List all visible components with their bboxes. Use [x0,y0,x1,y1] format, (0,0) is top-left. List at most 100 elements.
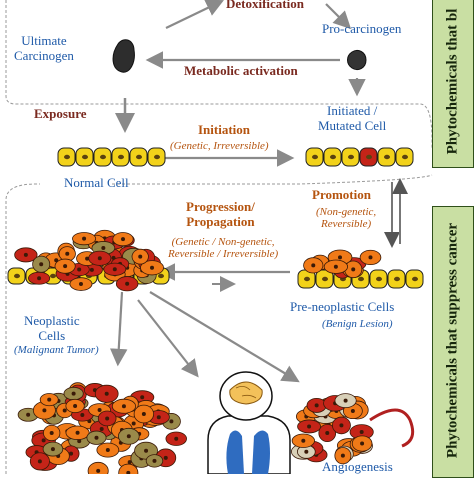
metabolic-activation-label: Metabolic activation [184,63,298,78]
blocking-bracket [5,0,433,148]
tumor-nucleus [77,439,82,444]
progression-line1: Progression/ [186,199,255,214]
tumor-nucleus [144,448,149,453]
pro-carcinogen-label: Pro-carcinogen [322,21,402,36]
pro-carcinogen-blob [347,49,367,71]
progression-note-line1: (Genetic / Non-genetic, [171,236,275,248]
tumor-nucleus [42,408,47,413]
cell-nucleus [358,276,364,282]
tumor-nucleus [105,416,110,421]
cell-nucleus [50,273,56,279]
tumor-nucleus [62,408,67,413]
promotion-label: Promotion [312,187,371,202]
tumor-nucleus [99,427,104,432]
cell-nucleus [384,154,390,160]
cell-nucleus [154,154,160,160]
cell-nucleus [376,276,382,282]
ultimate-carcinogen-label: Ultimate Carcinogen [14,33,74,63]
angiogenesis-arrow [149,291,300,383]
suppressing-agents-text: Phytochemicals that suppress cancer [444,222,461,459]
progression-line2: Propagation [186,213,255,229]
benign-lesion-note: (Benign Lesion) [322,318,393,330]
cell-nucleus [330,154,336,160]
cell-nucleus [412,276,418,282]
tumor-nucleus [89,267,94,272]
cell-nucleus [366,154,372,160]
promotion-note-line1: (Non-genetic, [316,206,377,218]
tumor-nucleus [50,447,55,452]
detox-arrow-up [165,0,224,29]
cell-nucleus [394,276,400,282]
detox-arrow-down [325,3,352,30]
tumor-nucleus [85,256,90,261]
tumor-nucleus [69,451,74,456]
initiated-cell-label: Initiated / Mutated Cell [318,103,387,133]
pre-neoplastic-cells [297,249,424,289]
tumor-nucleus [307,424,312,429]
cell-nucleus [82,154,88,160]
tumor-nucleus [333,264,338,269]
cell-nucleus [14,273,20,279]
tumor-cell [87,461,109,474]
tumor-nucleus [150,265,155,270]
cell-nucleus [348,154,354,160]
neoplastic-line2: Cells [38,327,66,343]
tumor-nucleus [97,408,102,413]
blocking-agents-sidebar: Phytochemicals that bl [432,0,474,168]
tumor-nucleus [121,237,126,242]
normal-cell-label: Normal Cell [64,175,129,190]
tumor-nucleus [138,254,143,259]
neoplastic-line1: Neoplastic [24,313,80,328]
tumor-nucleus [37,276,42,281]
cell-nucleus [312,154,318,160]
initiated-cells [305,147,414,167]
tumor-nucleus [94,435,99,440]
tumor-nucleus [80,412,85,417]
tumor-nucleus [314,403,319,408]
tumor-nucleus [152,458,157,463]
suppress-bracket [5,174,433,474]
tumor-nucleus [104,391,109,396]
tumor-nucleus [156,415,161,420]
cell-nucleus [304,276,310,282]
tumor-nucleus [360,441,365,446]
cell-nucleus [100,154,106,160]
tumor-nucleus [325,431,330,436]
tumor-nucleus [78,282,83,287]
tumor-nucleus [82,236,87,241]
tumor-nucleus [47,397,52,402]
promotion-note: (Non-genetic, Reversible) [316,206,376,231]
tumor-nucleus [101,245,106,250]
tumor-nucleus [73,404,78,409]
metastasis-arrow-1 [109,291,128,367]
tumor-nucleus [65,251,70,256]
initiation-note: (Genetic, Irreversible) [170,140,269,152]
tumor-nucleus [97,256,102,261]
human-figure [207,371,291,474]
tumor-nucleus [125,281,130,286]
initiated-label-line2: Mutated Cell [318,117,387,133]
malignant-tumor-cluster [17,382,187,474]
tumor-nucleus [37,459,42,464]
tumor-nucleus [340,453,345,458]
progression-note-line2: Reversible / Irreversible) [168,248,279,261]
neoplastic-cells-label: Neoplastic Cells [24,313,80,343]
ultimate-label-line1: Ultimate [21,33,67,48]
tumor-nucleus [368,255,373,260]
tumor-nucleus [75,430,80,435]
tumor-nucleus [71,391,76,396]
tumor-nucleus [63,264,68,269]
tumor-nucleus [131,421,136,426]
tumor-nucleus [105,448,110,453]
cell-nucleus [118,154,124,160]
cell-nucleus [136,154,142,160]
tumor-nucleus [121,404,126,409]
tumor-nucleus [112,267,117,272]
progression-note: (Genetic / Non-genetic, Reversible / Irr… [168,236,278,261]
malignant-tumor-note: (Malignant Tumor) [14,344,99,356]
tumor-nucleus [338,255,343,260]
tumor-nucleus [49,430,54,435]
ultimate-label-line2: Carcinogen [14,47,74,63]
